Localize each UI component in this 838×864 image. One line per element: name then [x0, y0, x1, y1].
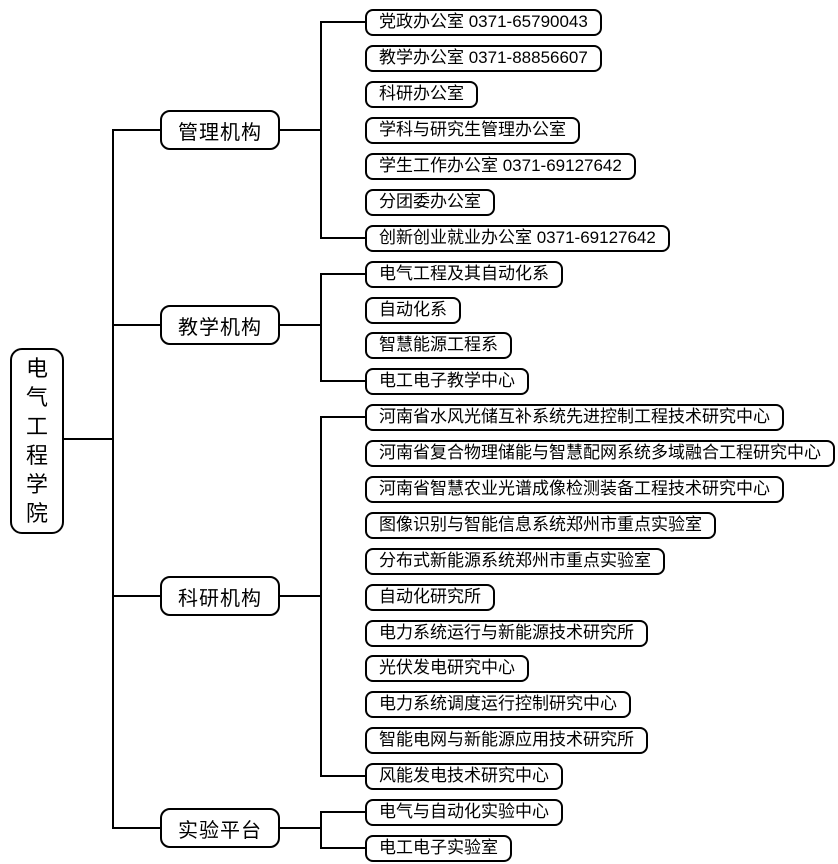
connector-labs-first-leaf	[322, 811, 365, 813]
leaf-power-dispatch-control-center: 电力系统调度运行控制研究中心	[365, 691, 631, 718]
connector-research-trunk	[320, 416, 322, 777]
leaf-hydro-wind-solar-storage-center: 河南省水风光储互补系统先进控制工程技术研究中心	[365, 404, 784, 431]
connector-research-last-leaf	[322, 775, 365, 777]
connector-research-out	[280, 595, 320, 597]
connector-to-labs	[113, 827, 160, 829]
connector-to-teaching	[113, 324, 160, 326]
leaf-composite-storage-smart-grid-center: 河南省复合物理储能与智慧配网系统多域融合工程研究中心	[365, 440, 835, 467]
connector-teaching-last-leaf	[322, 380, 365, 382]
leaf-discipline-graduate-office: 学科与研究生管理办公室	[365, 117, 580, 144]
connector-to-management	[113, 129, 160, 131]
leaf-research-office: 科研办公室	[365, 81, 478, 108]
connector-labs-last-leaf	[322, 847, 365, 849]
connector-labs-trunk	[320, 811, 322, 849]
leaf-smart-grid-new-energy-institute: 智能电网与新能源应用技术研究所	[365, 727, 648, 754]
leaf-smart-energy-dept: 智慧能源工程系	[365, 332, 512, 359]
leaf-automation-dept: 自动化系	[365, 297, 461, 324]
connector-teaching-first-leaf	[322, 273, 365, 275]
root-node-college: 电气工程学院	[10, 348, 64, 534]
connector-labs-out	[280, 827, 320, 829]
group-node-management: 管理机构	[160, 110, 280, 150]
leaf-wind-power-center: 风能发电技术研究中心	[365, 763, 563, 790]
leaf-party-gov-office: 党政办公室 0371-65790043	[365, 9, 602, 36]
connector-management-last-leaf	[322, 237, 365, 239]
group-node-labs: 实验平台	[160, 808, 280, 848]
connector-to-research	[113, 595, 160, 597]
connector-teaching-out	[280, 324, 320, 326]
leaf-automation-institute: 自动化研究所	[365, 584, 495, 611]
leaf-electrical-automation-lab-center: 电气与自动化实验中心	[365, 799, 563, 826]
leaf-distributed-energy-key-lab: 分布式新能源系统郑州市重点实验室	[365, 548, 665, 575]
leaf-pv-generation-center: 光伏发电研究中心	[365, 655, 529, 682]
leaf-electro-electronics-teaching-center: 电工电子教学中心	[365, 368, 529, 395]
connector-root-to-trunk	[63, 438, 113, 440]
leaf-smart-agriculture-spectral-center: 河南省智慧农业光谱成像检测装备工程技术研究中心	[365, 476, 784, 503]
leaf-ee-automation-dept: 电气工程及其自动化系	[365, 261, 563, 288]
leaf-image-recognition-key-lab: 图像识别与智能信息系统郑州市重点实验室	[365, 512, 716, 539]
root-node-label: 电气工程学院	[25, 356, 48, 526]
group-node-teaching: 教学机构	[160, 305, 280, 345]
connector-research-first-leaf	[322, 416, 365, 418]
connector-main-trunk	[112, 129, 114, 829]
connector-management-out	[280, 129, 320, 131]
connector-management-trunk	[320, 21, 322, 239]
group-node-research: 科研机构	[160, 576, 280, 616]
connector-management-first-leaf	[322, 21, 365, 23]
connector-teaching-trunk	[320, 273, 322, 382]
leaf-innovation-employment-office: 创新创业就业办公室 0371-69127642	[365, 225, 670, 252]
leaf-electro-electronics-lab: 电工电子实验室	[365, 835, 512, 862]
leaf-power-operation-new-energy-institute: 电力系统运行与新能源技术研究所	[365, 620, 648, 647]
leaf-youth-league-office: 分团委办公室	[365, 189, 495, 216]
leaf-student-affairs-office: 学生工作办公室 0371-69127642	[365, 153, 636, 180]
leaf-teaching-office: 教学办公室 0371-88856607	[365, 45, 602, 72]
